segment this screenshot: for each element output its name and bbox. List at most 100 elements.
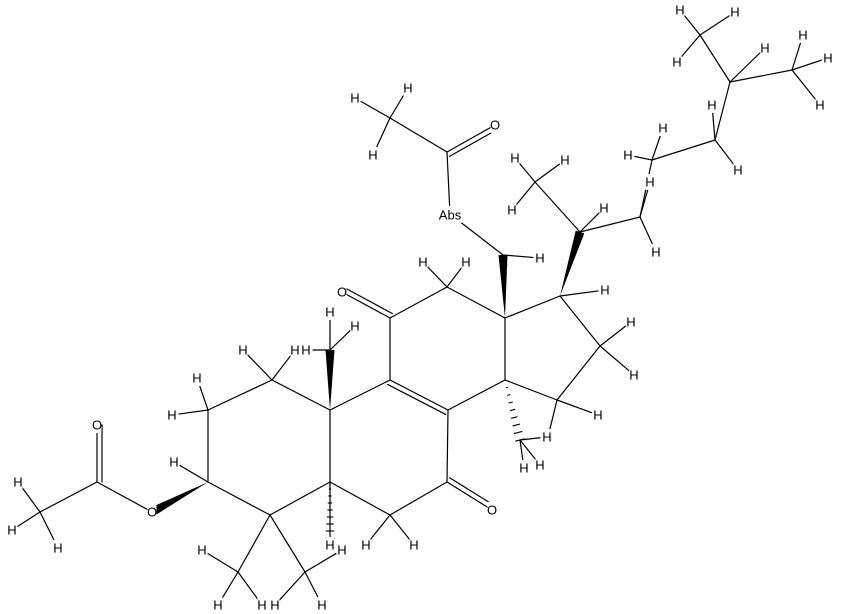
- c-h-bond: [599, 345, 630, 372]
- c-h-bond: [680, 34, 701, 58]
- svg-text:Abs: Abs: [439, 208, 462, 223]
- ring-bond: [269, 481, 331, 516]
- svg-text:H: H: [510, 151, 519, 166]
- hydrogen-label: H: [238, 342, 248, 358]
- c-h-bond: [519, 437, 541, 441]
- hydrogen-label: H: [760, 40, 770, 56]
- svg-text:H: H: [535, 458, 544, 473]
- hydrogen-label: H: [675, 2, 685, 18]
- svg-text:H: H: [823, 51, 832, 66]
- hydrogen-label: H: [7, 522, 17, 538]
- hydrogen-label: H: [270, 597, 280, 613]
- c-h-bond: [791, 41, 802, 71]
- c-h-bond: [237, 571, 259, 600]
- c-h-bond: [519, 439, 537, 461]
- svg-text:H: H: [623, 148, 632, 163]
- ring-bond: [559, 295, 601, 347]
- c-h-bond: [714, 139, 735, 166]
- c-h-bond: [271, 354, 292, 381]
- side-chain-bond: [729, 69, 793, 83]
- svg-text:H: H: [658, 121, 667, 136]
- svg-text:H: H: [760, 41, 769, 56]
- svg-text:H: H: [461, 255, 470, 270]
- hydrogen-label: H: [629, 367, 639, 383]
- methyl-bond: [39, 481, 98, 513]
- svg-text:H: H: [798, 28, 807, 43]
- hydrogen-label: H: [325, 537, 335, 553]
- c-h-bond: [651, 134, 662, 161]
- svg-text:O: O: [487, 503, 497, 518]
- hydrogen-label: H: [542, 429, 552, 445]
- svg-text:H: H: [593, 408, 602, 423]
- svg-text:H: H: [675, 3, 684, 18]
- c-h-bond: [699, 15, 730, 36]
- hydrogen-label: H: [623, 147, 633, 163]
- ring-bond: [271, 379, 331, 411]
- stereo-wedge-bond: [498, 254, 508, 318]
- c-h-bond: [446, 266, 463, 288]
- c-h-bond: [389, 514, 411, 541]
- c-h-bond: [207, 553, 239, 573]
- side-chain-bond: [651, 139, 716, 161]
- ketone-oxygen-label: O: [337, 284, 347, 300]
- svg-text:H: H: [257, 598, 266, 613]
- svg-text:O: O: [337, 285, 347, 300]
- svg-text:H: H: [409, 538, 418, 553]
- carbonyl-oxygen-label: O: [490, 117, 500, 133]
- hydrogen-label: H: [317, 597, 327, 613]
- ring-bond: [389, 481, 448, 516]
- svg-text:H: H: [403, 81, 412, 96]
- svg-text:H: H: [730, 5, 739, 20]
- ring-bond: [389, 286, 448, 319]
- carbonyl-double-bond: [448, 128, 499, 157]
- svg-text:H: H: [192, 371, 201, 386]
- hydrogen-label: H: [658, 120, 668, 136]
- stereo-wedge-bond: [325, 350, 335, 410]
- svg-text:H: H: [507, 203, 516, 218]
- side-chain-bond: [579, 216, 641, 233]
- hydrogen-label: H: [510, 150, 520, 166]
- c-h-bond: [534, 163, 560, 183]
- svg-text:H: H: [325, 538, 334, 553]
- svg-text:H: H: [337, 543, 346, 558]
- hydrogen-label: H: [823, 50, 833, 66]
- hydrogen-label: H: [197, 542, 207, 558]
- c-h-bond: [579, 212, 600, 233]
- svg-text:H: H: [542, 430, 551, 445]
- c-h-bond: [279, 571, 306, 601]
- hydrogen-label: H: [192, 370, 202, 386]
- c-h-bond: [389, 93, 405, 119]
- svg-text:H: H: [317, 598, 326, 613]
- svg-text:O: O: [92, 418, 102, 433]
- c-h-bond: [549, 399, 558, 431]
- hydrogen-label: H: [535, 457, 545, 473]
- svg-text:H: H: [361, 538, 370, 553]
- atom-label-layer: OOOOOOAbsHHHHHHHHHHHHHHHHHHHHHHHHHHHHHHH…: [7, 2, 833, 613]
- svg-text:O: O: [147, 505, 157, 520]
- hydrogen-label: H: [600, 282, 610, 298]
- svg-text:H: H: [599, 201, 608, 216]
- c-h-bond: [247, 354, 273, 381]
- ester-bond: [96, 481, 153, 513]
- svg-text:H: H: [350, 319, 359, 334]
- hydrogen-label: H: [418, 254, 428, 270]
- hydrogen-label: H: [519, 460, 529, 476]
- c-h-bond: [729, 52, 761, 83]
- ring-bond: [556, 345, 601, 401]
- hydrogen-label: H: [645, 174, 655, 190]
- hydrogen-label: H: [599, 200, 609, 216]
- ring-bond: [207, 379, 273, 411]
- hydrogen-label: H: [325, 304, 335, 320]
- stereo-wedge-bond: [560, 230, 585, 296]
- hydrogen-label: H: [213, 597, 223, 613]
- ester-oxygen-label: O: [147, 504, 157, 520]
- c-h-bond: [178, 409, 209, 415]
- ring-bond: [504, 295, 561, 319]
- methyl-bond: [237, 514, 271, 573]
- svg-text:H: H: [169, 455, 178, 470]
- carbonyl-oxygen-label: O: [92, 417, 102, 433]
- c-h-bond: [711, 111, 716, 141]
- carbonyl-bond: [446, 124, 496, 153]
- svg-text:H: H: [535, 251, 544, 266]
